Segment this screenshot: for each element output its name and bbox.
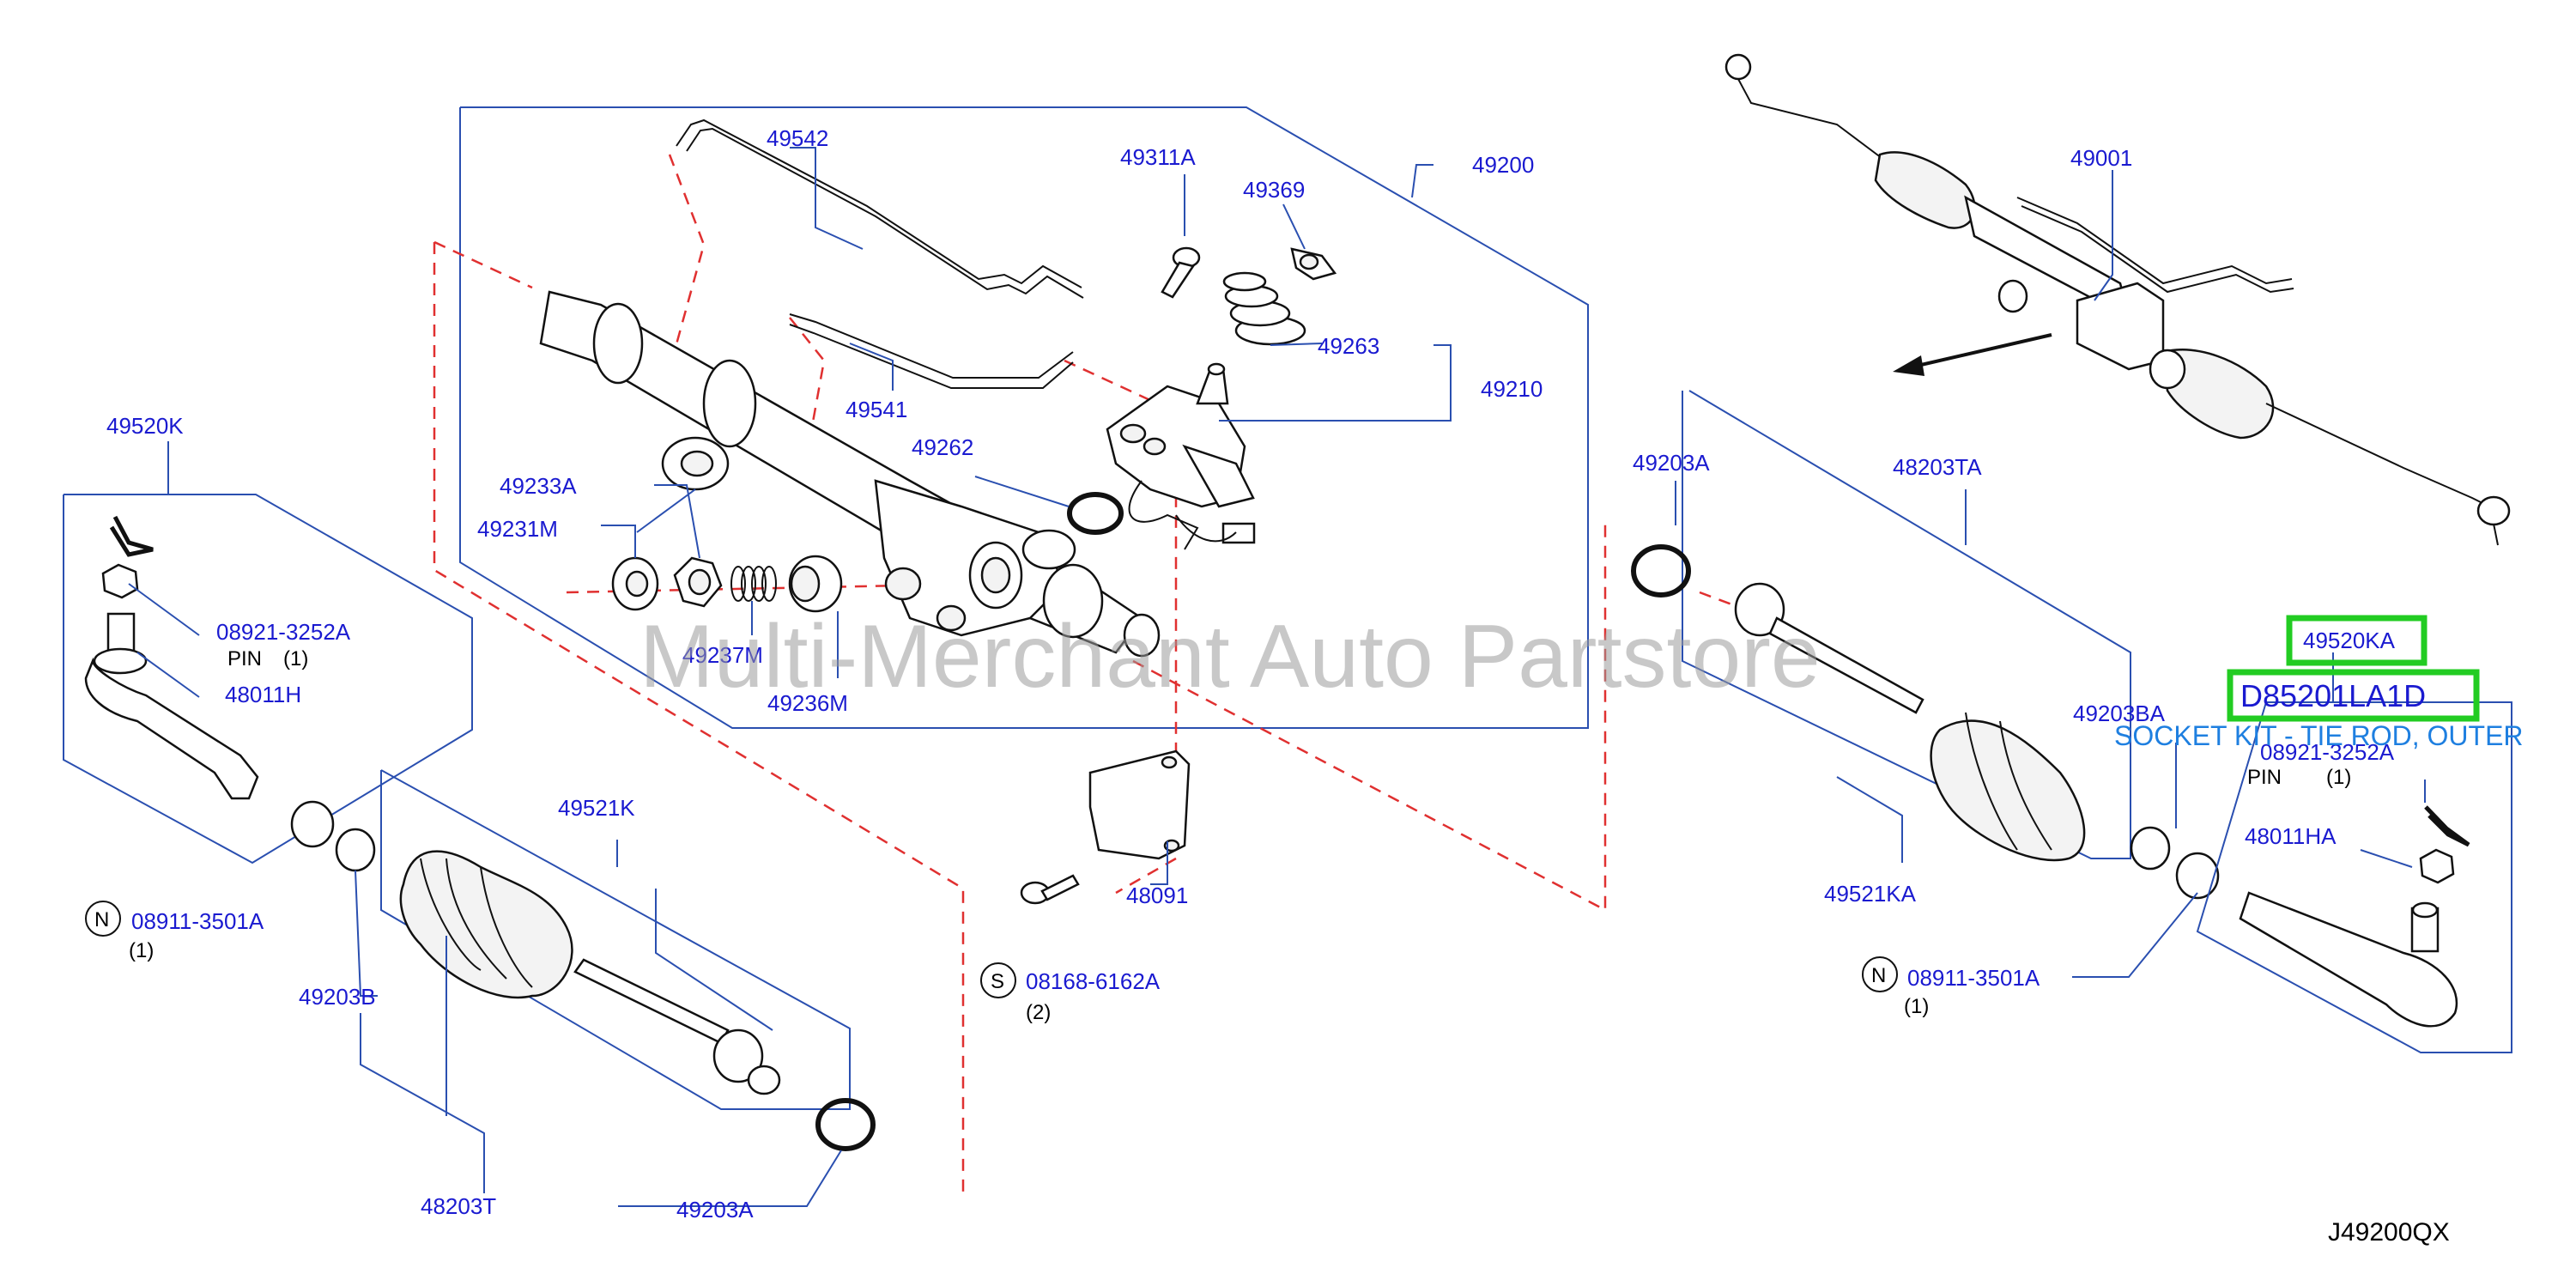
label-49521K[interactable]: 49521K bbox=[558, 795, 635, 821]
adjuster-parts-set bbox=[611, 555, 843, 613]
label-pin-right-qty: (1) bbox=[2326, 766, 2351, 789]
label-08911-3501A-right[interactable]: 08911-3501A bbox=[1907, 965, 2040, 991]
clamp-49203A-right bbox=[1631, 544, 1691, 598]
valve-body-49210 bbox=[1106, 362, 1256, 550]
boot-48203TA bbox=[1930, 712, 2086, 862]
label-49521KA[interactable]: 49521KA bbox=[1824, 881, 1917, 907]
label-49542[interactable]: 49542 bbox=[767, 125, 828, 151]
bolt-49311A bbox=[1161, 246, 1201, 299]
label-49520K[interactable]: 49520K bbox=[106, 413, 184, 439]
label-49203A-bottom[interactable]: 49203A bbox=[676, 1197, 754, 1222]
label-08168-qty: (2) bbox=[1026, 1001, 1051, 1024]
label-oem-number[interactable]: D85201LA1D bbox=[2240, 678, 2426, 713]
clamp-49203BA bbox=[2130, 826, 2220, 900]
group-outline-49520KA bbox=[2196, 701, 2512, 1053]
assembly-49001 bbox=[1724, 53, 2511, 546]
store-watermark: Multi-Merchant Auto Partstore bbox=[639, 607, 1821, 707]
group-outline-48203TA bbox=[1682, 390, 2131, 859]
n-marker-left-circle bbox=[85, 901, 121, 937]
feed-pipes-49542-49541 bbox=[676, 118, 1084, 389]
label-48203T[interactable]: 48203T bbox=[421, 1193, 496, 1219]
label-49263[interactable]: 49263 bbox=[1318, 333, 1379, 359]
bolt-08168-6162A bbox=[1020, 874, 1080, 905]
group-outline-49200 bbox=[459, 106, 1589, 729]
label-08168-6162A[interactable]: 08168-6162A bbox=[1026, 968, 1161, 994]
n-marker-right-circle bbox=[1862, 956, 1898, 992]
nut-08921-3252A-left bbox=[101, 563, 139, 599]
clamp-49203A-left bbox=[815, 1098, 876, 1151]
n-marker-left: N bbox=[94, 908, 109, 931]
label-48091[interactable]: 48091 bbox=[1126, 883, 1188, 908]
outer-tie-rod-48011HA bbox=[2239, 891, 2458, 1028]
s-marker-circle bbox=[980, 962, 1016, 998]
group-outline-49521K bbox=[380, 769, 851, 1110]
label-08921-3252A-left[interactable]: 08921-3252A bbox=[216, 619, 351, 645]
label-08921-3252A-right[interactable]: 08921-3252A bbox=[2260, 739, 2395, 765]
label-08911-right-qty: (1) bbox=[1904, 995, 1929, 1018]
direction-arrow bbox=[1893, 333, 2052, 376]
cotter-pin-left bbox=[109, 515, 154, 557]
o-ring-49262 bbox=[1067, 492, 1124, 535]
label-49311A[interactable]: 49311A bbox=[1120, 144, 1196, 170]
label-49541[interactable]: 49541 bbox=[846, 397, 907, 422]
clamp-49203B bbox=[290, 800, 376, 872]
label-49237M[interactable]: 49237M bbox=[682, 642, 763, 668]
label-pin-left-qty: (1) bbox=[283, 647, 308, 670]
part-labels: 49542 49311A 49200 49369 49263 49210 495… bbox=[85, 125, 2524, 1222]
leader-lines bbox=[128, 147, 2426, 1207]
highlight-box-part-number bbox=[2286, 615, 2428, 666]
label-49203B[interactable]: 49203B bbox=[299, 984, 376, 1010]
bellows-49263 bbox=[1222, 271, 1306, 346]
label-48203TA[interactable]: 48203TA bbox=[1893, 454, 1982, 480]
highlight-box-oem-number bbox=[2227, 669, 2480, 722]
label-pin-left: PIN bbox=[227, 647, 262, 670]
cap-49369 bbox=[1290, 247, 1337, 281]
label-08911-left-qty: (1) bbox=[129, 939, 154, 962]
diagram-code: J49200QX bbox=[2328, 1218, 2450, 1247]
label-49231M[interactable]: 49231M bbox=[477, 516, 558, 542]
label-pin-right: PIN bbox=[2247, 766, 2282, 789]
rack-housing-body bbox=[539, 290, 1161, 658]
boot-48203T bbox=[399, 850, 573, 999]
label-49210[interactable]: 49210 bbox=[1481, 376, 1543, 402]
cotter-pin-right bbox=[2424, 805, 2470, 847]
label-48011HA[interactable]: 48011HA bbox=[2245, 823, 2337, 849]
label-49520KA[interactable]: 49520KA bbox=[2303, 628, 2396, 653]
bracket-48091 bbox=[1088, 749, 1191, 860]
label-49001[interactable]: 49001 bbox=[2070, 145, 2132, 171]
label-49200[interactable]: 49200 bbox=[1472, 152, 1534, 178]
label-49262[interactable]: 49262 bbox=[912, 434, 973, 460]
label-49203A-right[interactable]: 49203A bbox=[1633, 450, 1710, 476]
s-marker: S bbox=[991, 970, 1004, 993]
nut-08921-3252A-right bbox=[2419, 848, 2455, 884]
part-description: SOCKET KIT - TIE ROD, OUTER bbox=[2114, 720, 2524, 751]
label-49236M[interactable]: 49236M bbox=[767, 690, 848, 716]
label-49369[interactable]: 49369 bbox=[1243, 177, 1305, 203]
n-marker-right: N bbox=[1871, 964, 1886, 987]
label-48011H[interactable]: 48011H bbox=[225, 682, 301, 707]
group-outline-49520K bbox=[63, 494, 473, 864]
outer-tie-rod-48011H bbox=[84, 612, 259, 800]
label-49233A[interactable]: 49233A bbox=[500, 473, 577, 499]
label-08911-3501A-left[interactable]: 08911-3501A bbox=[131, 908, 264, 934]
inner-tie-rod-left bbox=[573, 958, 781, 1095]
label-49203BA[interactable]: 49203BA bbox=[2073, 701, 2166, 726]
inner-tie-rod-right bbox=[1734, 582, 1924, 714]
